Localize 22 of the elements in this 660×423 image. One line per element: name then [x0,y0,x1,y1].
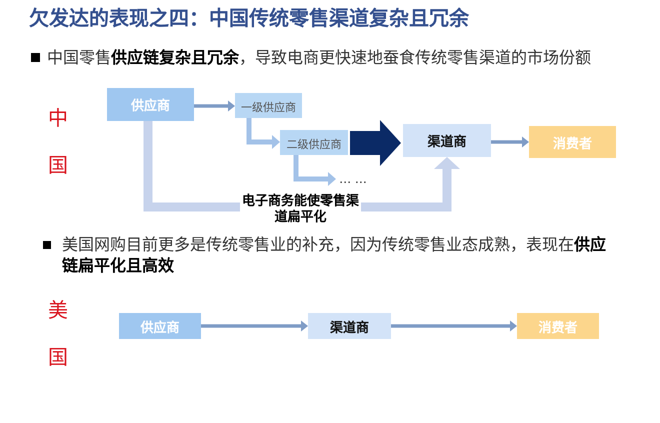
country-label: 美国 [48,299,68,371]
bullet-text: 美国网购目前更多是传统零售业的补充，因为传统零售业态成熟，表现在供应链扁平化且高效 [62,235,607,277]
edge-label: 电子商务能使零售渠道扁平化 [240,194,361,226]
flow-box: 消费者 [517,313,599,339]
country-label: 中国 [48,107,68,179]
flow-box: 供应商 [107,88,194,121]
flow-box: 供应商 [119,313,201,339]
block-arrow [350,120,401,166]
flow-box: 消费者 [529,126,616,158]
bent-arrow [246,118,280,149]
flow-box: 渠道商 [403,124,491,157]
slide-title: 欠发达的表现之四：中国传统零售渠道复杂且冗余 [29,6,469,32]
flow-box: 一级供应商 [235,93,302,118]
flow-box: 二级供应商 [280,130,348,155]
flow-box: 渠道商 [308,313,391,339]
ellipsis-text: … … [336,170,370,188]
arrow [491,136,529,148]
arrow [194,100,235,112]
arrow [201,320,308,332]
bullet-text: 中国零售供应链复杂且冗余，导致电商更快速地蚕食传统零售渠道的市场份额 [47,48,591,69]
arrow [391,320,517,332]
bent-arrow [294,155,336,186]
